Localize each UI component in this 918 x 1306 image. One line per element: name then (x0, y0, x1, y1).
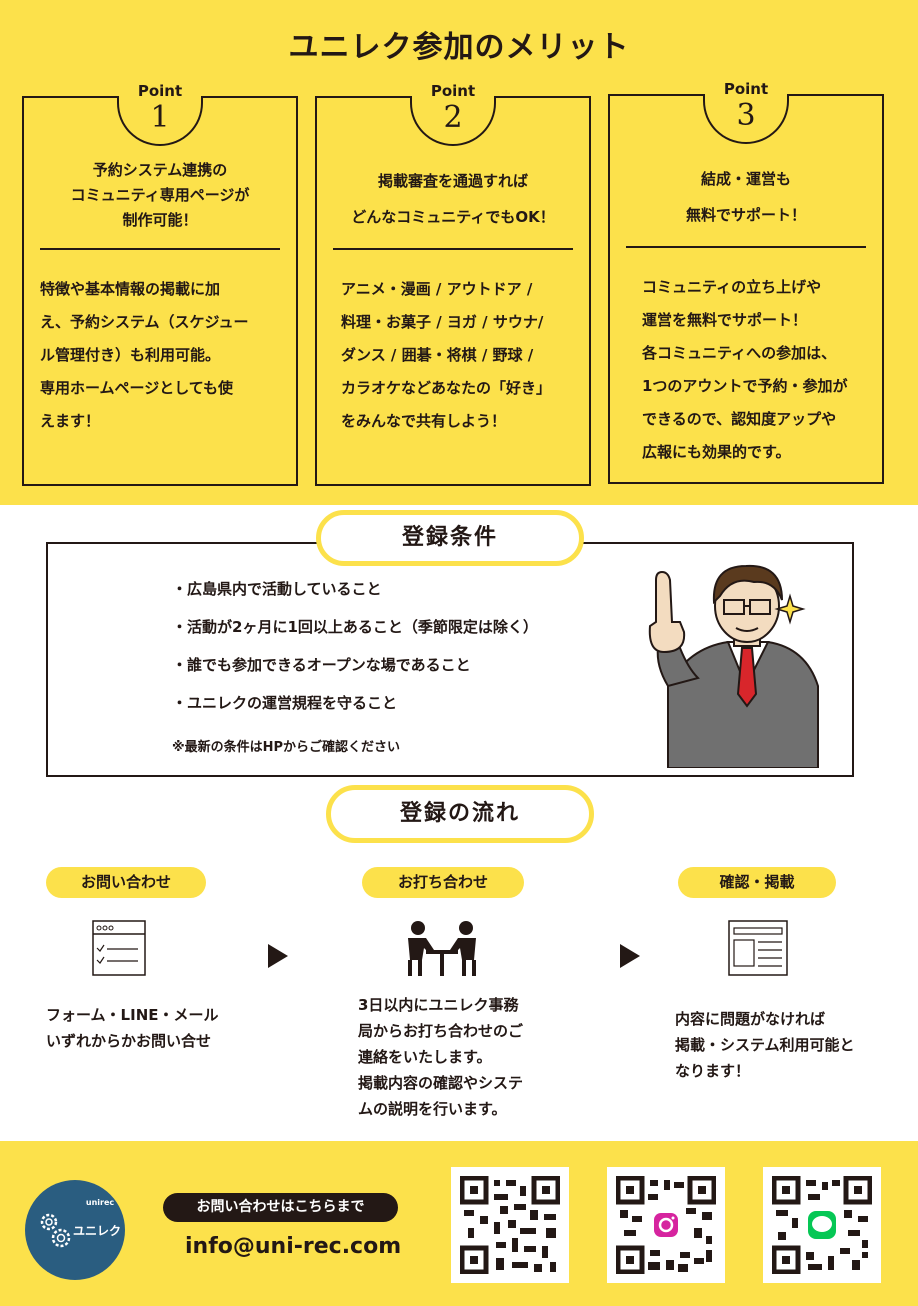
headline-line: 結成・運営も (700, 170, 791, 188)
body-line: えます！ (40, 412, 101, 430)
step-line: 局からお打ち合わせのご (358, 1022, 524, 1040)
body-line: 広報にも効果的です。 (642, 443, 791, 461)
qr-code-line[interactable] (763, 1167, 881, 1283)
businessman-pointing-illustration (648, 564, 819, 768)
conditions-title: 登録条件 (316, 510, 584, 566)
step-line: 掲載・システム利用可能と (675, 1036, 855, 1054)
step-text-publish: 内容に問題がなければ 掲載・システム利用可能と なります！ (675, 1006, 855, 1084)
step-line: 内容に問題がなければ (675, 1010, 826, 1028)
point-card-1: Point 1 予約システム連携の コミュニティ専用ページが 制作可能！ 特徴や… (22, 82, 298, 486)
unirec-logo[interactable]: unirec ユニレク (25, 1180, 125, 1280)
arrow-right-icon (268, 944, 288, 968)
point-badge: Point 2 (410, 82, 496, 146)
step-text-inquiry: フォーム・LINE・メール いずれからかお問い合せ (46, 1002, 219, 1054)
conditions-list: ・広島県内で活動していること ・活動が2ヶ月に1回以上あること（季節限定は除く）… (172, 578, 538, 730)
merits-title: ユニレク参加のメリット (288, 30, 630, 65)
headline-line: コミュニティ専用ページが (70, 186, 250, 204)
body-line: 1つのアウントで予約・参加が (642, 377, 848, 395)
body-line: 運営を無料でサポート！ (642, 311, 808, 329)
point-headline: 予約システム連携の コミュニティ専用ページが 制作可能！ (32, 158, 288, 233)
divider (40, 248, 280, 250)
headline-line: 掲載審査を通過すれば (377, 172, 528, 190)
body-line: 特徴や基本情報の掲載に加 (40, 280, 221, 298)
step-label-meeting: お打ち合わせ (362, 867, 524, 898)
point-number: 3 (736, 98, 756, 133)
step-line: いずれからかお問い合せ (46, 1032, 212, 1050)
body-line: をみんなで共有しよう！ (341, 412, 507, 430)
logo-text: ユニレク (73, 1224, 122, 1238)
step-label-inquiry: お問い合わせ (46, 867, 206, 898)
contact-email-link[interactable]: info@uni-rec.com (185, 1234, 402, 1259)
contact-label: お問い合わせはこちらまで (163, 1193, 398, 1222)
point-number: 2 (443, 100, 463, 135)
point-headline: 結成・運営も 無料でサポート！ (618, 161, 874, 233)
gear-icon (40, 1213, 71, 1248)
body-line: アニメ・漫画 / アウトドア / (341, 280, 533, 298)
point-badge: Point 3 (703, 80, 789, 144)
condition-item: ・誰でも参加できるオープンな場であること (172, 656, 471, 674)
point-word: Point (430, 82, 476, 100)
meeting-icon (408, 921, 476, 976)
headline-line: どんなコミュニティでもOK！ (351, 208, 555, 226)
headline-line: 予約システム連携の (92, 161, 228, 179)
point-body: 特徴や基本情報の掲載に加 え、予約システム（スケジュー ル管理付き）も利用可能。… (40, 273, 286, 438)
body-line: 専用ホームページとしても使 (40, 379, 234, 397)
logo-small-text: unirec (85, 1198, 115, 1207)
body-line: ダンス / 囲碁・将棋 / 野球 / (341, 346, 534, 364)
point-word: Point (723, 80, 769, 98)
conditions-note: ※最新の条件はHPからご確認ください (172, 740, 401, 755)
step-text-meeting: 3日以内にユニレク事務 局からお打ち合わせのご 連絡をいたします。 掲載内容の確… (358, 992, 523, 1122)
qr-code-icon (460, 1176, 560, 1274)
divider (626, 246, 866, 248)
condition-item: ・活動が2ヶ月に1回以上あること（季節限定は除く） (172, 618, 538, 636)
qr-code-website[interactable] (451, 1167, 569, 1283)
body-line: 各コミュニティへの参加は、 (642, 344, 837, 362)
point-number: 1 (150, 100, 170, 135)
condition-item: ・広島県内で活動していること (172, 580, 382, 598)
body-line: 料理・お菓子 / ヨガ / サウナ/ (341, 313, 544, 331)
body-line: え、予約システム（スケジュー (40, 313, 249, 331)
arrow-right-icon (620, 944, 640, 968)
point-word: Point (137, 82, 183, 100)
flow-title: 登録の流れ (326, 785, 594, 843)
point-card-2: Point 2 掲載審査を通過すれば どんなコミュニティでもOK！ アニメ・漫画… (315, 82, 591, 486)
step-line: 3日以内にユニレク事務 (358, 996, 519, 1014)
body-line: コミュニティの立ち上げや (642, 278, 822, 296)
step-line: 連絡をいたします。 (358, 1048, 492, 1066)
step-line: フォーム・LINE・メール (46, 1006, 219, 1024)
condition-item: ・ユニレクの運営規程を守ること (172, 694, 398, 712)
point-body: アニメ・漫画 / アウトドア / 料理・お菓子 / ヨガ / サウナ/ ダンス … (341, 273, 579, 438)
point-headline: 掲載審査を通過すれば どんなコミュニティでもOK！ (325, 163, 581, 235)
headline-line: 制作可能！ (122, 211, 198, 229)
webpage-layout-icon (728, 920, 788, 976)
body-line: できるので、認知度アップや (642, 410, 837, 428)
divider (333, 248, 573, 250)
headline-line: 無料でサポート！ (685, 206, 806, 224)
step-line: 掲載内容の確認やシステ (358, 1074, 524, 1092)
point-body: コミュニティの立ち上げや 運営を無料でサポート！ 各コミュニティへの参加は、 1… (642, 271, 872, 469)
step-label-publish: 確認・掲載 (678, 867, 836, 898)
step-line: なります！ (675, 1062, 751, 1080)
body-line: ル管理付き）も利用可能。 (40, 346, 221, 364)
form-checklist-icon (92, 920, 146, 976)
body-line: カラオケなどあなたの「好き」 (341, 379, 552, 397)
point-card-3: Point 3 結成・運営も 無料でサポート！ コミュニティの立ち上げや 運営を… (608, 80, 884, 484)
merits-section: ユニレク参加のメリット Point 1 予約システム連携の コミュニティ専用ペー… (0, 0, 918, 505)
step-line: ムの説明を行います。 (358, 1100, 507, 1118)
qr-code-instagram[interactable] (607, 1167, 725, 1283)
instagram-qr-icon (616, 1176, 716, 1274)
point-badge: Point 1 (117, 82, 203, 146)
line-qr-icon (772, 1176, 872, 1274)
